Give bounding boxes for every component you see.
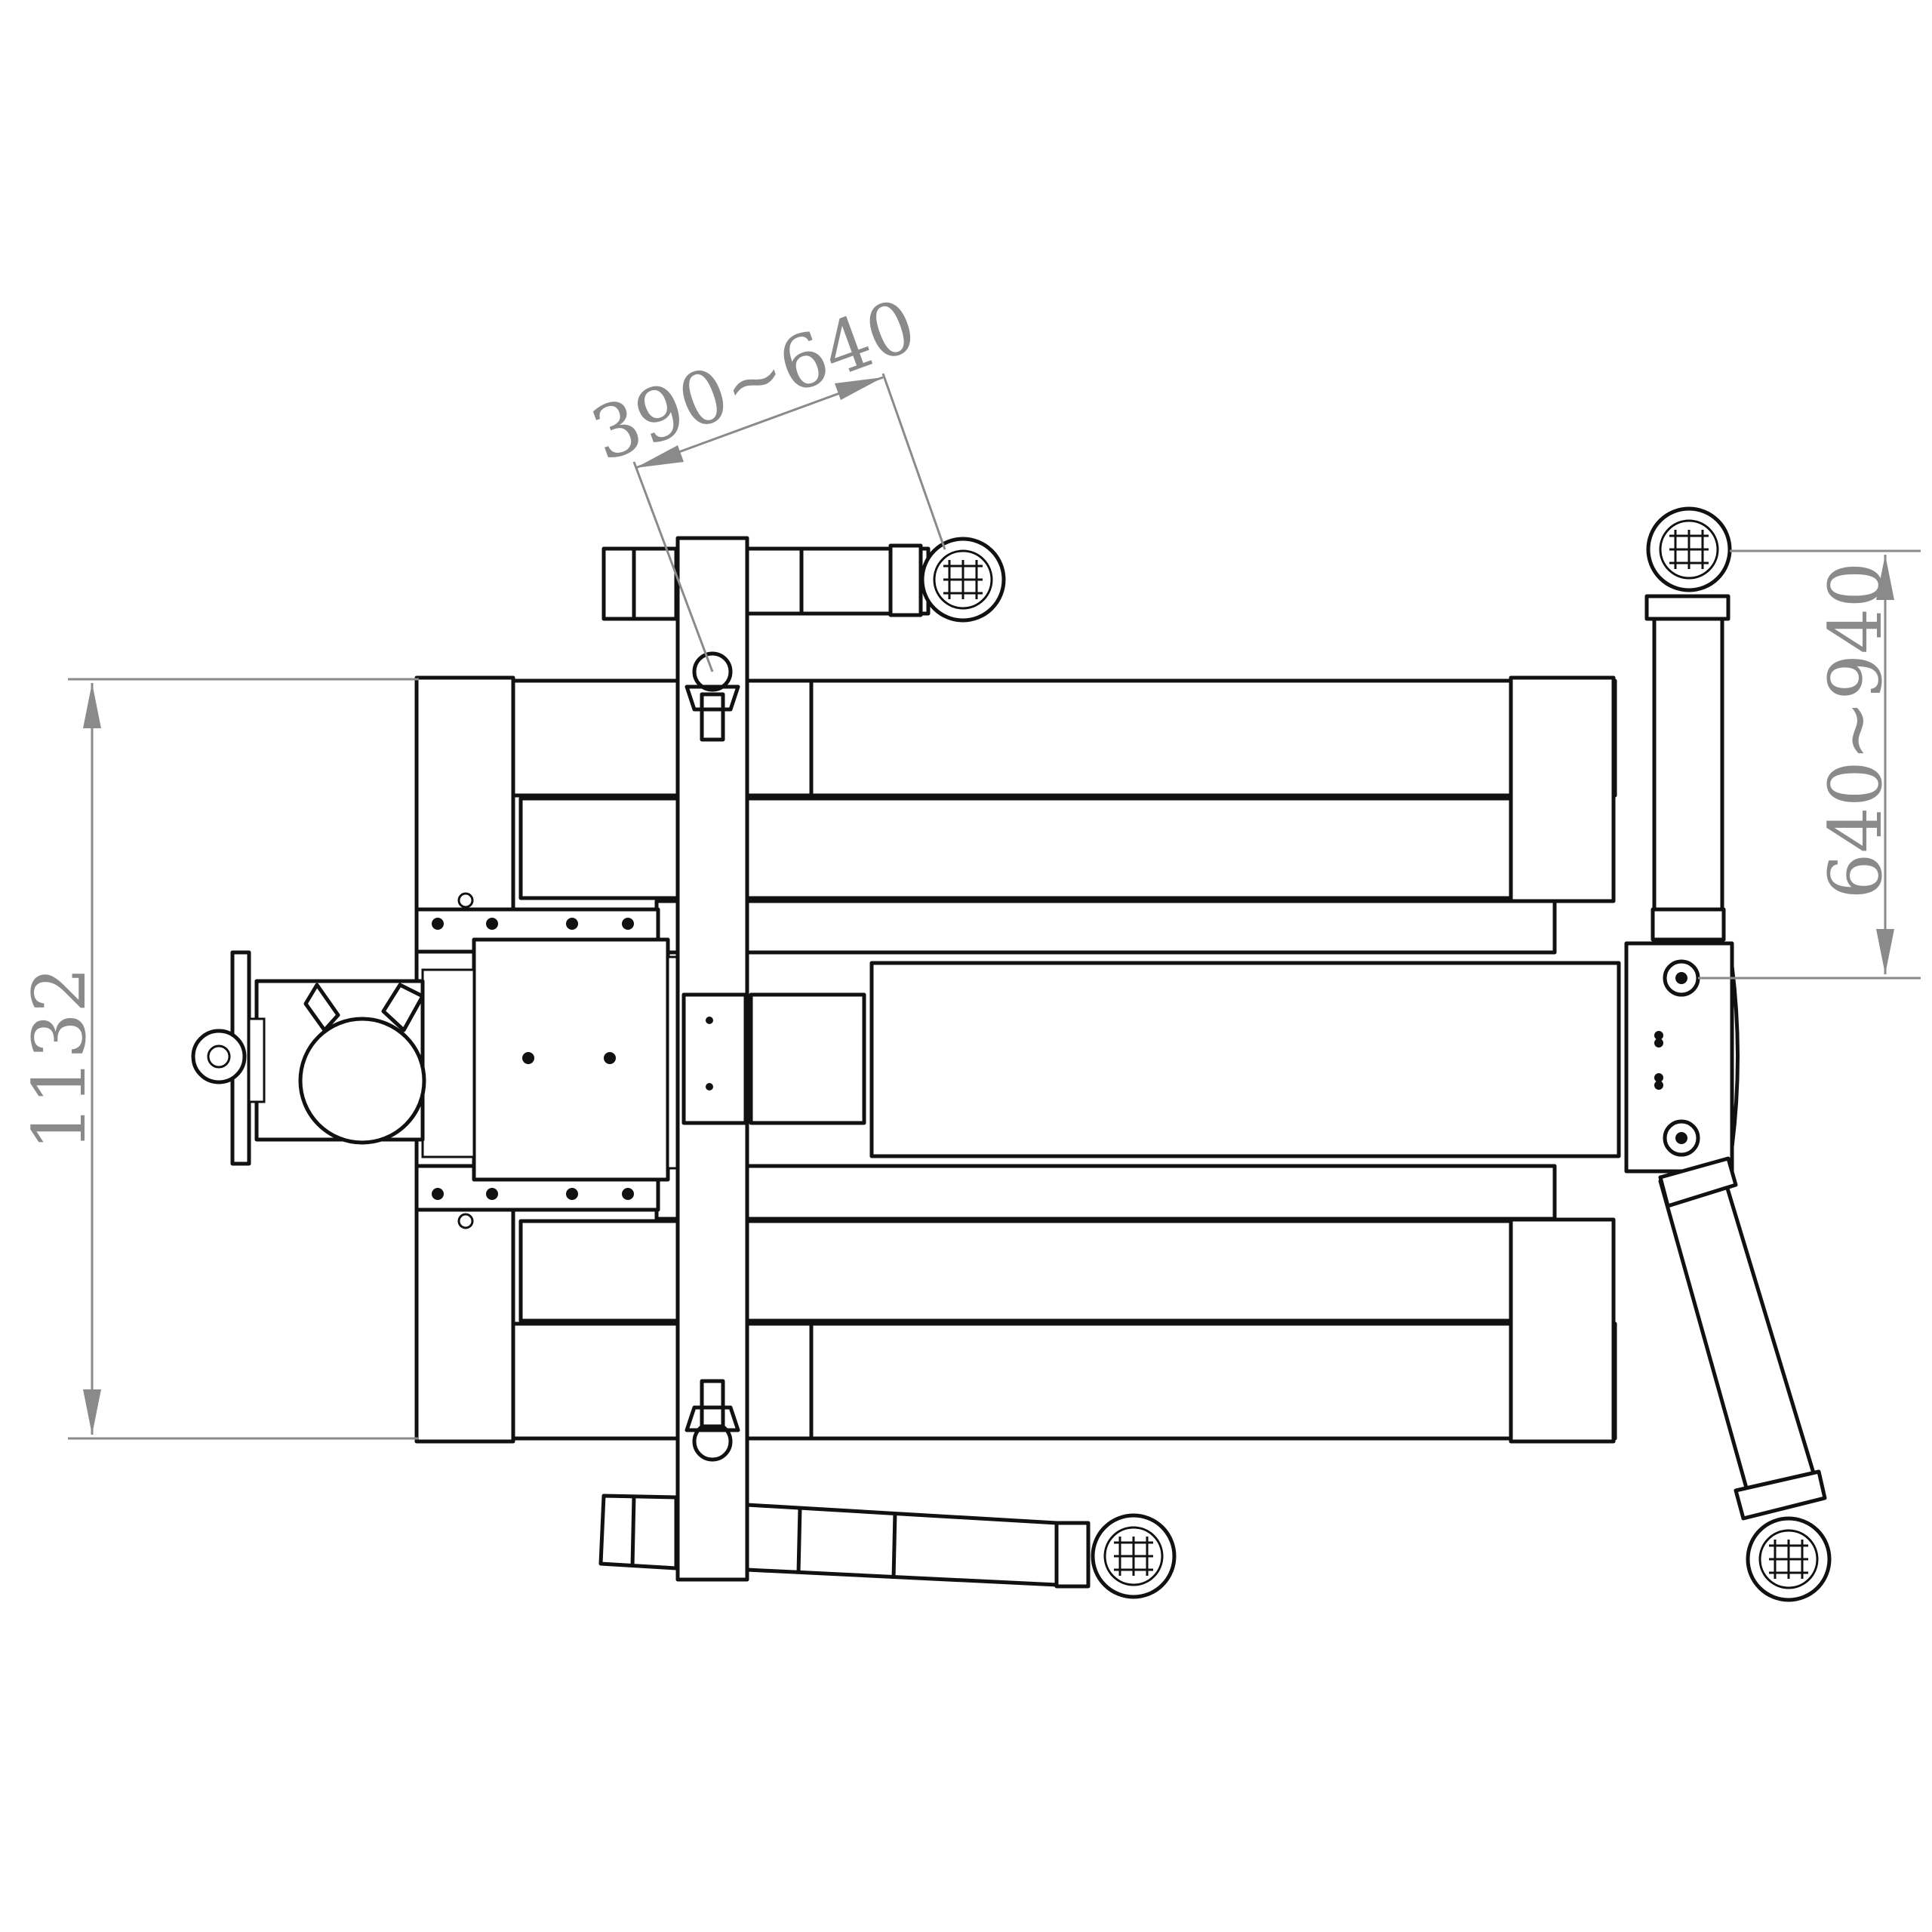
dimension-arm-right-label: 640~940 xyxy=(1814,562,1898,900)
arm-bottom-right xyxy=(1658,1156,1832,1602)
dimension-arm-right: 640~940 xyxy=(1698,549,1921,980)
arm-top-right xyxy=(1644,506,1732,946)
dimension-arm-top-label: 390~640 xyxy=(581,283,927,478)
arm-top-left xyxy=(601,537,1006,623)
power-unit xyxy=(191,892,683,1229)
right-pivot-block xyxy=(1624,941,1740,1174)
cross-beam xyxy=(675,536,866,1582)
dimension-width-label: 1132 xyxy=(17,967,102,1151)
arm-bottom-left xyxy=(598,1494,1177,1599)
dimension-width: 1132 xyxy=(17,678,419,1440)
